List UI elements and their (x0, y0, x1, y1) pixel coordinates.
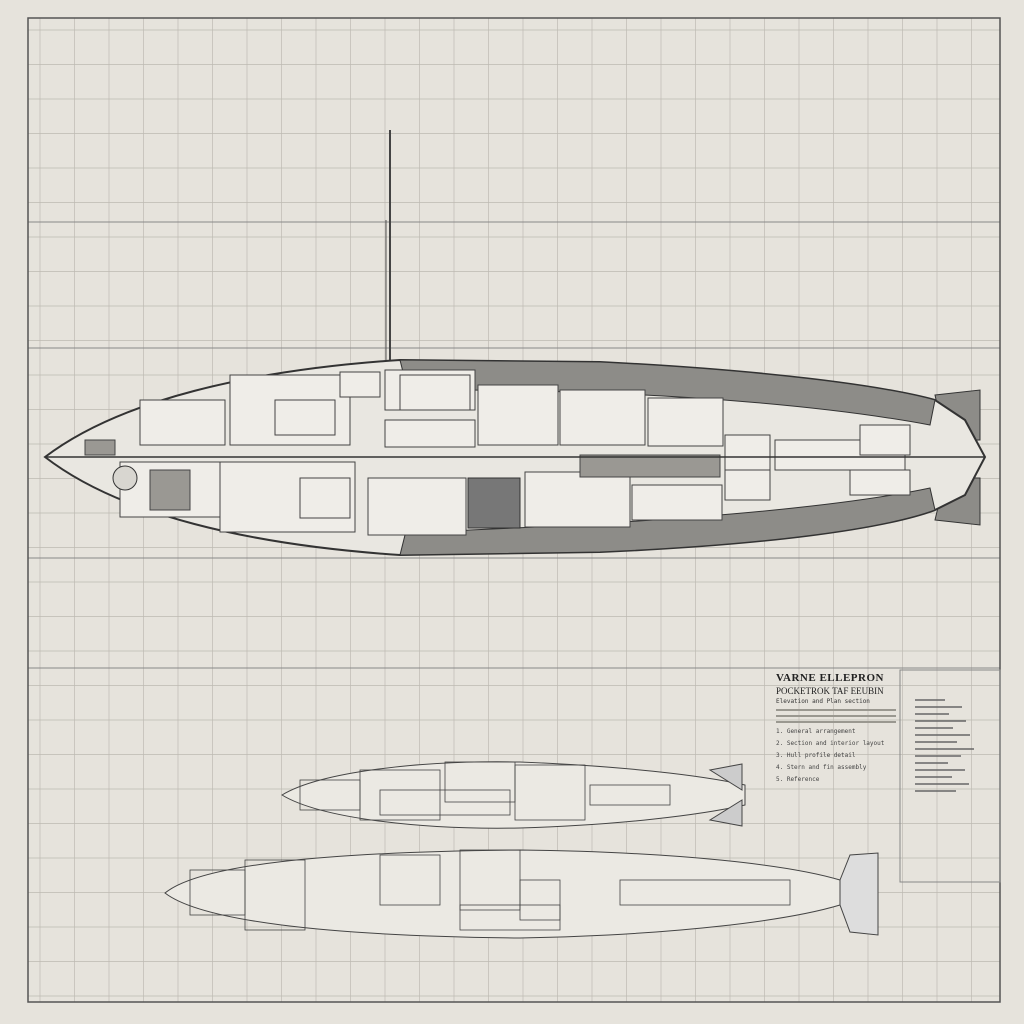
compartment (619, 879, 791, 906)
compartment (647, 397, 724, 447)
compartment (274, 399, 336, 436)
main-section-view (43, 358, 987, 557)
compartment (244, 859, 306, 931)
note-item: 5. Reference (776, 776, 820, 783)
compartment (589, 784, 671, 806)
compartment (299, 477, 351, 519)
machinery-block (84, 439, 116, 456)
compartment (459, 904, 561, 931)
compartment (399, 374, 471, 411)
machinery-block (149, 469, 191, 511)
drawing-title: VARNE ELLEPRON (776, 672, 884, 684)
note-item: 2. Section and interior layout (776, 740, 885, 747)
plan-view (164, 849, 879, 939)
title-block: VARNE ELLEPRON POCKETROK TAF EEUBIN Elev… (776, 672, 896, 788)
compartment (359, 769, 441, 821)
drawing-caption: Elevation and Plan section (776, 698, 870, 705)
machinery-drum (112, 465, 138, 491)
outer-border (27, 17, 1001, 1003)
compartment (514, 764, 586, 821)
compartment (859, 424, 911, 456)
notes-frame (899, 669, 1001, 883)
drawing-subtitle: POCKETROK TAF EEUBIN (776, 686, 884, 696)
compartment (379, 854, 441, 906)
compartment (367, 477, 467, 536)
interior-compartments (84, 369, 911, 536)
note-item: 4. Stern and fin assembly (776, 764, 867, 771)
compartment (559, 389, 646, 446)
compartment (631, 484, 723, 521)
compartment (477, 384, 559, 446)
compartment (339, 371, 381, 398)
side-profile-view (281, 761, 746, 829)
compartment (384, 419, 476, 448)
compartment (524, 471, 631, 528)
compartment (519, 879, 561, 921)
notes-text-lines (915, 699, 974, 792)
compartment (379, 789, 511, 816)
compartment (724, 469, 771, 501)
note-item: 3. Hull profile detail (776, 752, 856, 759)
compartment (849, 469, 911, 496)
machinery-block (579, 454, 721, 478)
note-item: 1. General arrangement (776, 728, 856, 735)
compartment (139, 399, 226, 446)
grille-vent (467, 477, 521, 529)
